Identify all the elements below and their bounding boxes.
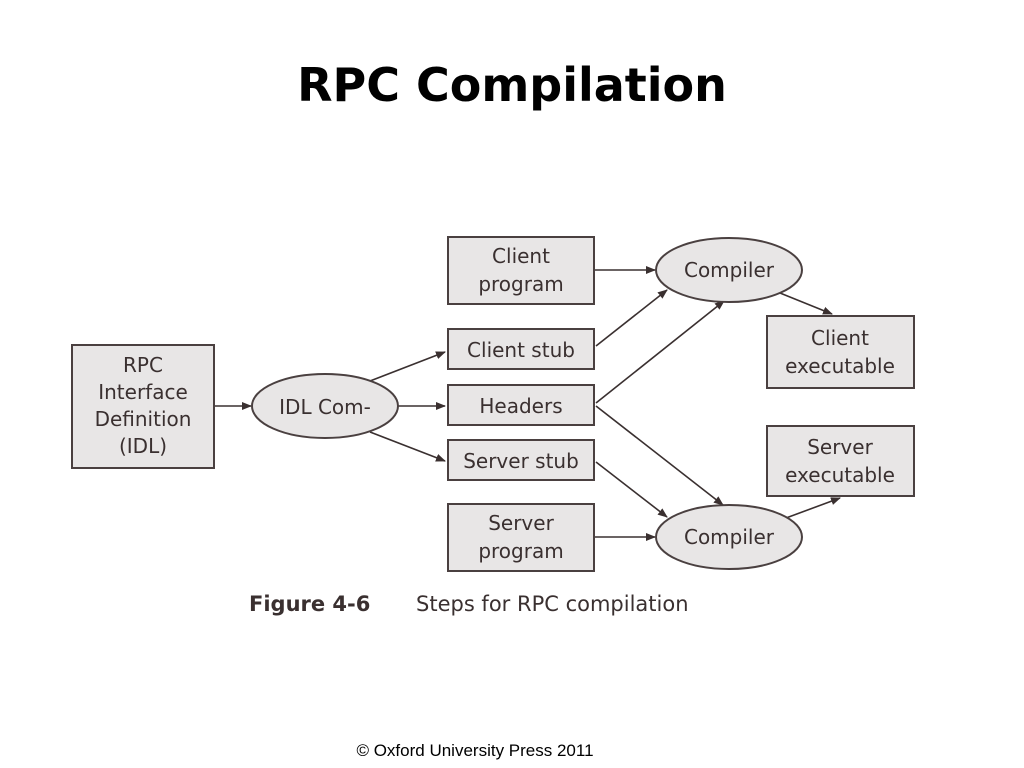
edge-client-compiler-to-executable	[779, 292, 833, 315]
node-headers-label: Headers	[479, 394, 562, 418]
node-client-program-line-2: program	[478, 272, 563, 296]
edge-headers-to-server-compiler	[595, 405, 724, 506]
node-client-compiler: Compiler	[655, 237, 803, 303]
node-idl-compiler: IDL Com-	[251, 373, 399, 439]
node-client-compiler-label: Compiler	[684, 258, 775, 282]
node-client-program: Client program	[447, 236, 595, 305]
node-idl-compiler-label: IDL Com-	[279, 395, 371, 419]
node-headers: Headers	[447, 384, 595, 426]
node-server-stub: Server stub	[447, 439, 595, 481]
edge-client-stub-to-compiler	[595, 289, 668, 347]
node-idl-line-4: (IDL)	[119, 434, 167, 458]
node-server-executable-line-2: executable	[785, 463, 895, 487]
node-client-executable-line-2: executable	[785, 354, 895, 378]
figure-number: Figure 4-6	[249, 592, 370, 616]
node-rpc-interface-definition: RPC Interface Definition (IDL)	[71, 344, 215, 469]
node-server-program-line-2: program	[478, 539, 563, 563]
node-client-program-line-1: Client	[492, 244, 550, 268]
node-client-stub-label: Client stub	[467, 338, 575, 362]
figure-caption: Steps for RPC compilation	[416, 592, 689, 616]
node-server-compiler: Compiler	[655, 504, 803, 570]
slide-title: RPC Compilation	[297, 58, 727, 112]
edge-headers-to-client-compiler	[595, 300, 725, 404]
node-client-executable-line-1: Client	[811, 326, 869, 350]
edge-idl-compiler-to-client-stub	[369, 351, 446, 382]
edge-server-stub-to-compiler	[595, 461, 668, 518]
copyright-notice: © Oxford University Press 2011	[356, 741, 594, 760]
node-server-program: Server program	[447, 503, 595, 572]
node-server-compiler-label: Compiler	[684, 525, 775, 549]
node-client-stub: Client stub	[447, 328, 595, 370]
edge-idl-compiler-to-server-stub	[369, 431, 446, 462]
node-idl-line-2: Interface	[98, 380, 188, 404]
node-server-stub-label: Server stub	[463, 449, 579, 473]
node-server-executable-line-1: Server	[807, 435, 873, 459]
node-idl-line-1: RPC	[123, 353, 163, 377]
node-client-executable: Client executable	[766, 315, 915, 389]
node-idl-line-3: Definition	[95, 407, 192, 431]
node-server-executable: Server executable	[766, 425, 915, 497]
edge-server-compiler-to-executable	[785, 497, 841, 519]
node-server-program-line-1: Server	[488, 511, 554, 535]
